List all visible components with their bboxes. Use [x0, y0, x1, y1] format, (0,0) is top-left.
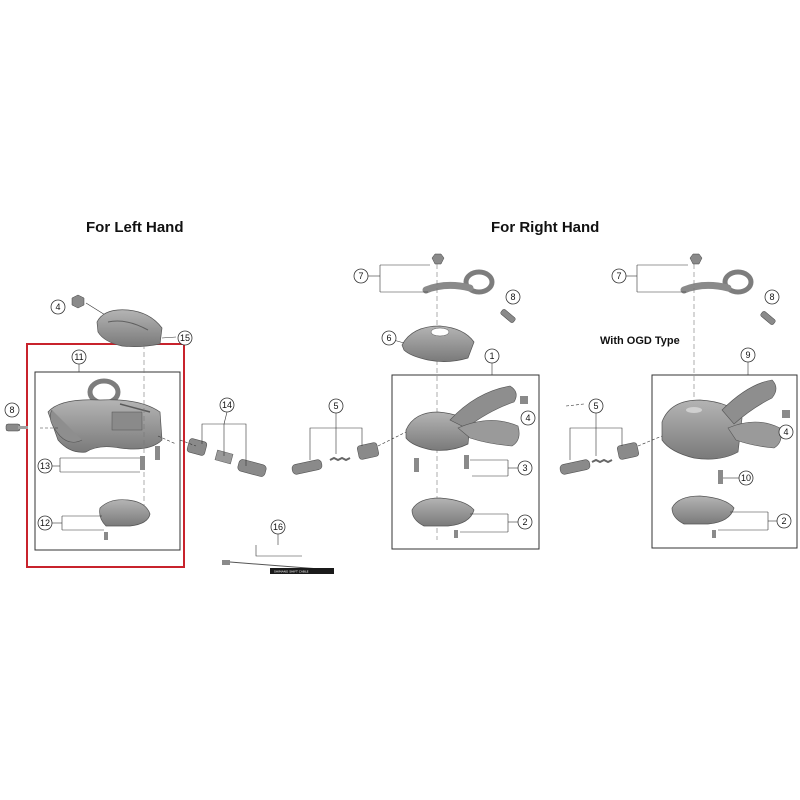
- svg-text:15: 15: [180, 333, 190, 343]
- right-hand-standard-group: 5 7 8 6 1 4: [291, 253, 540, 550]
- svg-text:SHIMANO SHIFT CABLE: SHIMANO SHIFT CABLE: [274, 570, 309, 574]
- callout-left-11: 11: [71, 349, 87, 365]
- left-cover-part-15[interactable]: [96, 309, 163, 348]
- ogd-assembly-frame: [651, 374, 798, 549]
- svg-text:9: 9: [745, 350, 750, 360]
- svg-text:7: 7: [358, 271, 363, 281]
- callout-right-8: 8: [764, 289, 780, 305]
- svg-text:13: 13: [40, 461, 50, 471]
- svg-text:6: 6: [386, 333, 391, 343]
- callout-center-2: 2: [517, 514, 533, 530]
- svg-text:12: 12: [40, 518, 50, 528]
- ogd-shifter-body-part-9[interactable]: [661, 379, 790, 460]
- svg-text:14: 14: [222, 400, 232, 410]
- callout-center-3: 3: [517, 460, 533, 476]
- left-hand-heading: For Left Hand: [86, 219, 184, 236]
- right-bolt-part-8[interactable]: [500, 309, 516, 324]
- callout-right-4: 4: [778, 424, 794, 440]
- callout-left-13: 13: [37, 458, 53, 474]
- ogd-bolt-part-8[interactable]: [760, 311, 776, 326]
- ogd-base-cover-part-2[interactable]: [671, 495, 735, 538]
- right-shifter-body-part-1[interactable]: [405, 385, 528, 451]
- left-screws-part-13[interactable]: [140, 446, 160, 470]
- right-hand-heading: For Right Hand: [491, 219, 600, 236]
- right-screws-part-3[interactable]: [414, 455, 469, 472]
- svg-text:4: 4: [55, 302, 60, 312]
- callout-center-7: 7: [353, 268, 369, 284]
- svg-text:4: 4: [525, 413, 530, 423]
- svg-text:8: 8: [510, 292, 515, 302]
- callout-center-5: 5: [328, 398, 344, 414]
- cable-part-16[interactable]: SHIMANO SHIFT CABLE: [222, 545, 334, 574]
- left-hand-group: 4 15 11 8 13 12: [4, 294, 267, 568]
- svg-text:1: 1: [489, 351, 494, 361]
- callout-center-4: 4: [520, 410, 536, 426]
- left-nut-part-4[interactable]: [71, 294, 85, 309]
- svg-text:5: 5: [333, 401, 338, 411]
- svg-text:7: 7: [616, 271, 621, 281]
- ogd-type-label: With OGD Type: [600, 335, 680, 347]
- callout-right-5: 5: [588, 398, 604, 414]
- ogd-cable-adjuster-part-5[interactable]: [559, 442, 639, 475]
- callout-center-1: 1: [484, 348, 500, 364]
- left-assembly-highlight[interactable]: [26, 343, 185, 568]
- svg-text:8: 8: [9, 405, 14, 415]
- svg-text:2: 2: [522, 517, 527, 527]
- callout-right-9: 9: [740, 347, 756, 363]
- callout-left-12: 12: [37, 515, 53, 531]
- svg-text:2: 2: [781, 516, 786, 526]
- right-cable-adjuster-part-5[interactable]: [291, 442, 379, 475]
- svg-text:11: 11: [74, 352, 83, 362]
- left-cable-adjuster-part-14[interactable]: [186, 438, 267, 478]
- svg-text:10: 10: [741, 473, 751, 483]
- ogd-clamp-part-7[interactable]: [680, 253, 754, 295]
- svg-text:5: 5: [593, 401, 598, 411]
- callout-left-4: 4: [50, 299, 66, 315]
- svg-text:8: 8: [769, 292, 774, 302]
- ogd-screw-part-10[interactable]: [718, 470, 723, 484]
- right-hand-ogd-group: 5 7 8 9 4 10: [559, 253, 798, 549]
- callout-right-7: 7: [611, 268, 627, 284]
- right-base-cover-part-2[interactable]: [411, 497, 475, 538]
- callout-left-15: 15: [177, 330, 193, 346]
- callout-left-14: 14: [219, 397, 235, 413]
- svg-text:16: 16: [273, 522, 283, 532]
- left-base-cover-part-12[interactable]: [99, 499, 151, 540]
- callout-center-16: 16: [270, 519, 286, 535]
- callout-right-2: 2: [776, 513, 792, 529]
- left-shifter-body-part-11[interactable]: [47, 378, 163, 453]
- left-assembly-frame: [34, 371, 181, 551]
- callout-center-8: 8: [505, 289, 521, 305]
- right-cover-part-6[interactable]: [401, 325, 475, 362]
- svg-text:4: 4: [783, 427, 788, 437]
- callout-left-8: 8: [4, 402, 20, 418]
- left-bolt-part-8[interactable]: [5, 423, 28, 432]
- callout-right-10: 10: [738, 470, 754, 486]
- svg-text:3: 3: [522, 463, 527, 473]
- right-clamp-part-7[interactable]: [422, 253, 495, 295]
- right-assembly-frame: [391, 374, 540, 550]
- callout-center-6: 6: [381, 330, 397, 346]
